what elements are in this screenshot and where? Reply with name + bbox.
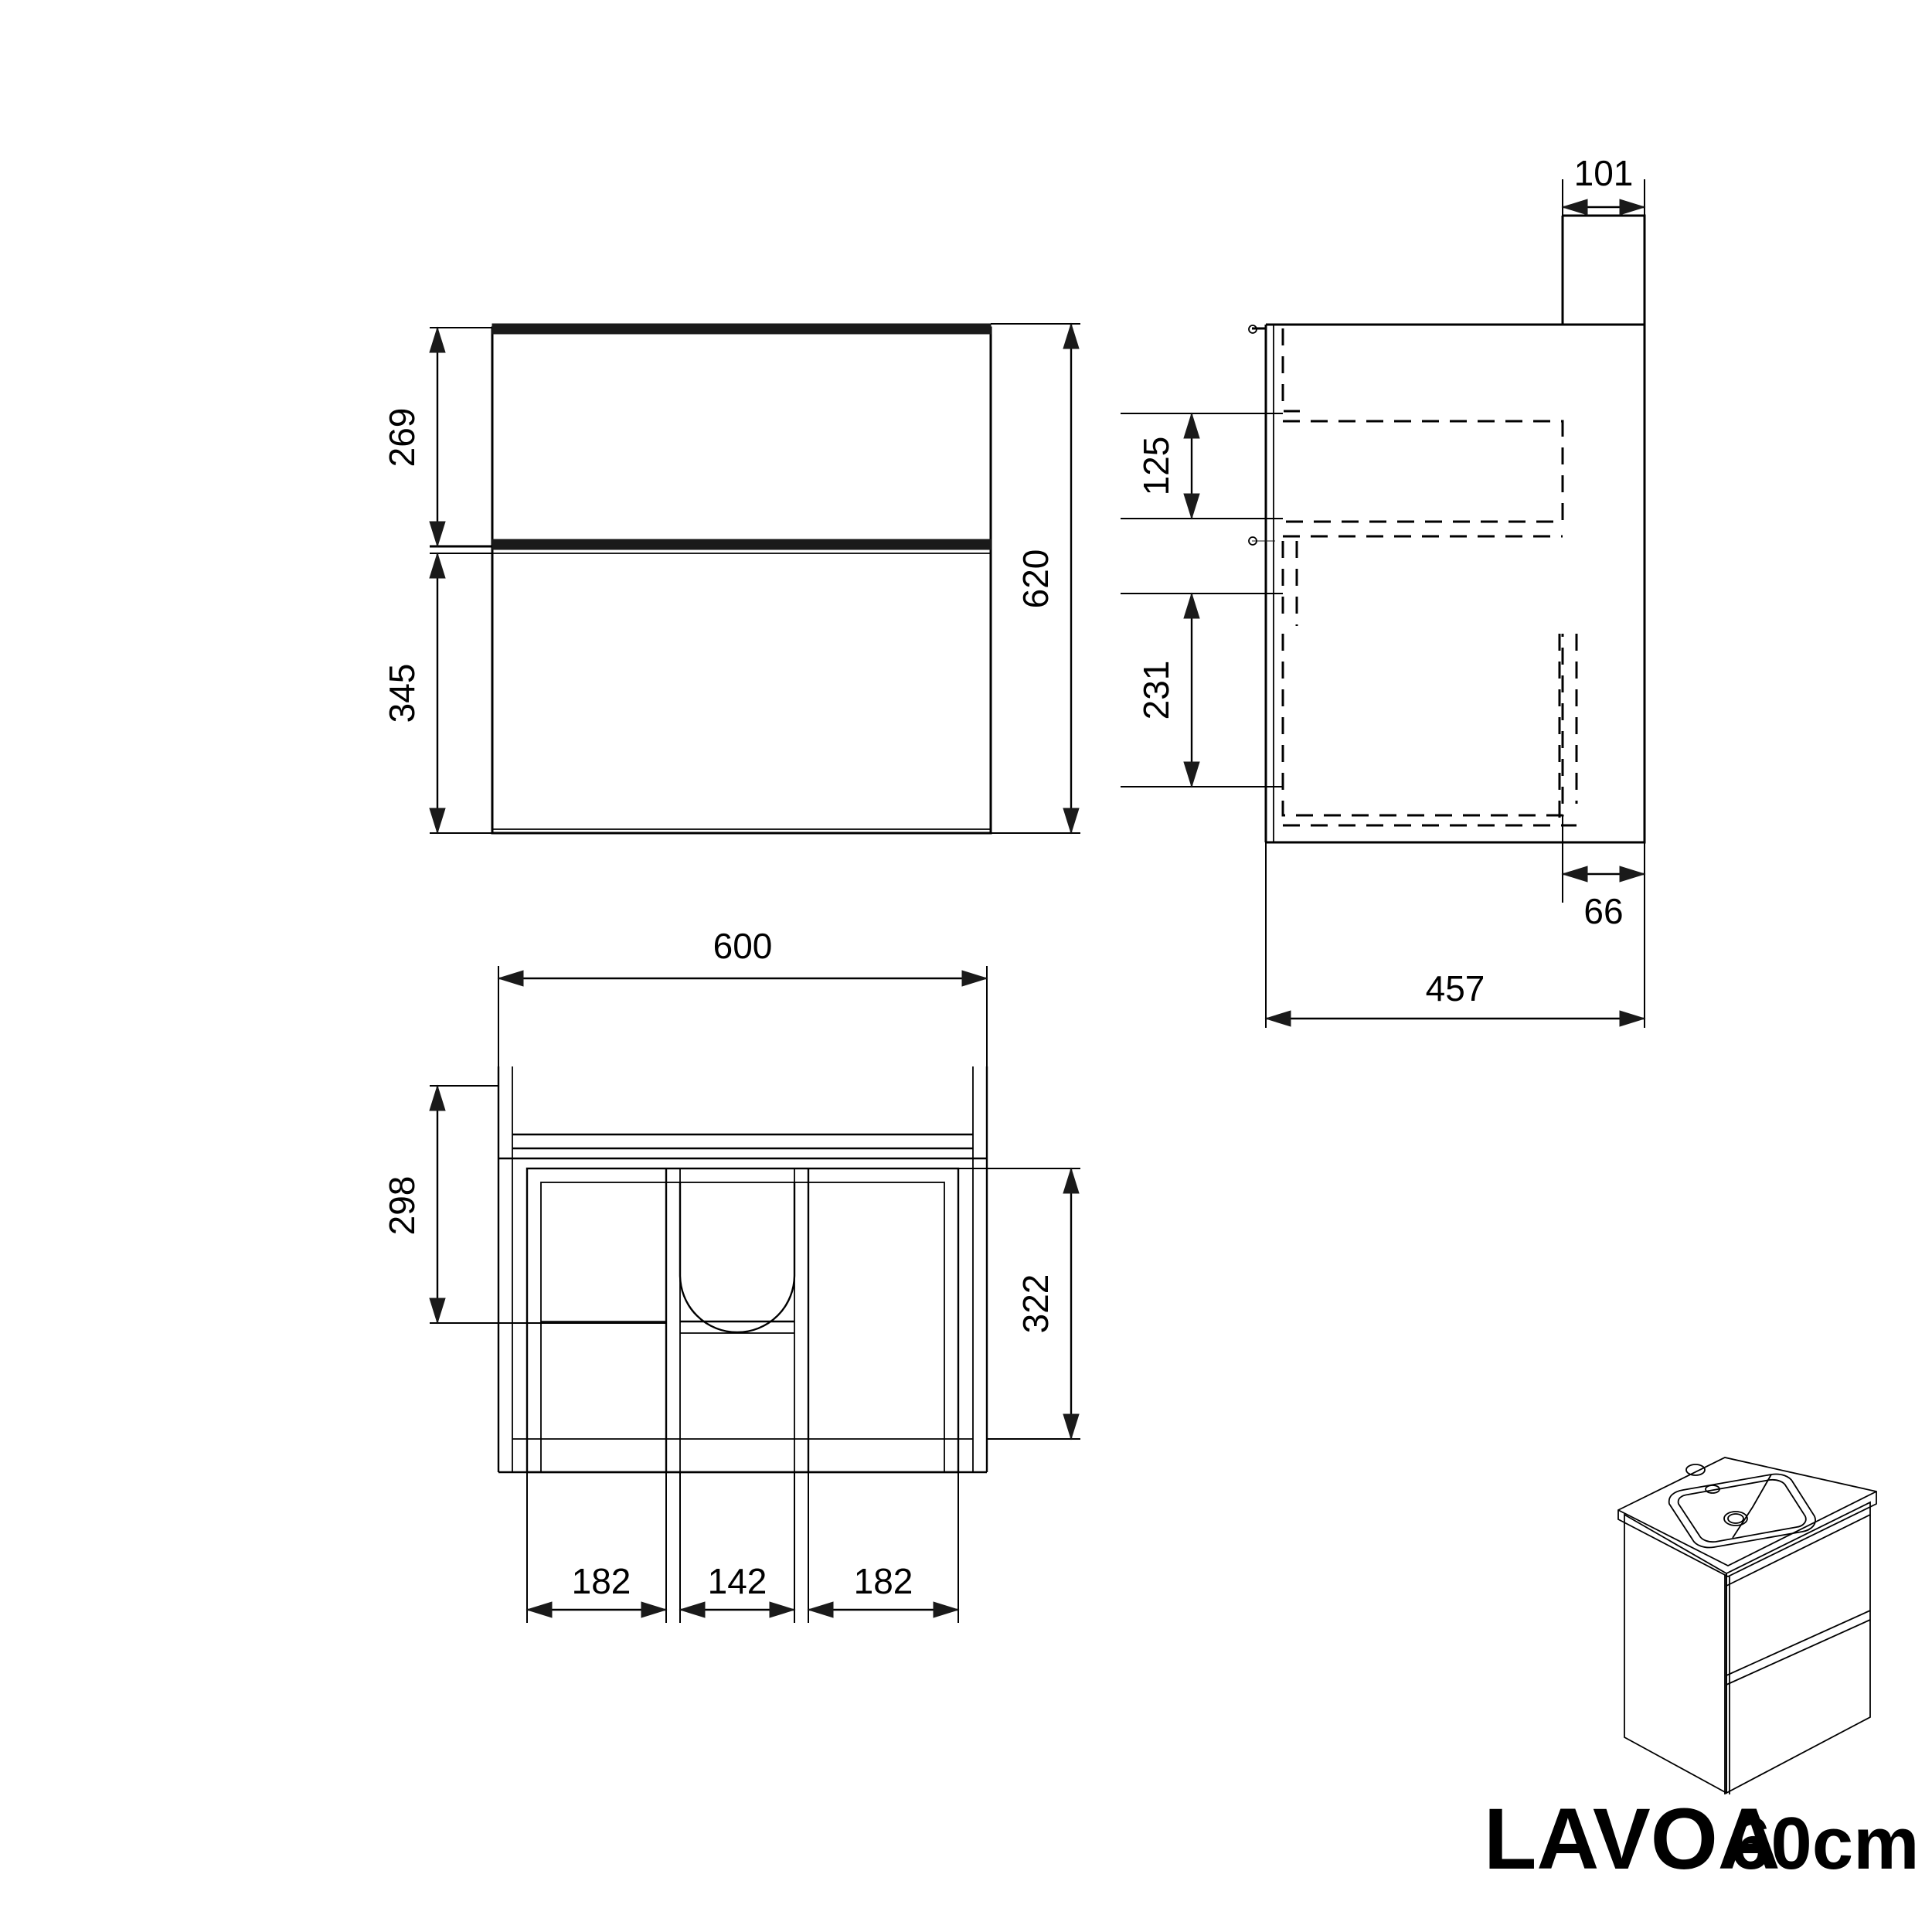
- dimension-620: 620: [991, 322, 1080, 835]
- arrowhead-182l-left: [526, 1601, 553, 1618]
- dim-label-142: 142: [708, 1561, 767, 1601]
- arrowhead-298-down: [429, 1298, 446, 1325]
- iso-basin-bowl-outer: [1668, 1473, 1816, 1549]
- arrowhead-269-up: [429, 326, 446, 353]
- arrowhead-231-down: [1183, 761, 1200, 788]
- dimension-101: 101: [1561, 153, 1646, 216]
- product-size: 60cm: [1730, 1802, 1920, 1885]
- arrowhead-322-down: [1063, 1413, 1080, 1440]
- arrowhead-269-down: [429, 521, 446, 548]
- dimension-298: 298: [382, 1084, 666, 1325]
- arrowhead-66-right: [1619, 866, 1646, 883]
- dimension-269: 269: [382, 326, 492, 548]
- dimension-322: 322: [808, 1167, 1080, 1440]
- title-block: LAVOA 60cm: [1484, 1791, 1920, 1887]
- plan-interior-frame-inner: [540, 1182, 945, 1473]
- arrowhead-182l-right: [641, 1601, 668, 1618]
- dim-label-182-left: 182: [572, 1561, 631, 1601]
- arrowhead-66-left: [1561, 866, 1588, 883]
- iso-basin-slope: [1732, 1474, 1772, 1539]
- dimension-345: 345: [382, 552, 492, 835]
- iso-top-handle-groove: [1726, 1514, 1871, 1587]
- dimension-457: 457: [1264, 842, 1646, 1028]
- arrowhead-600-left: [497, 970, 524, 987]
- lower-drawer-body-dash: [1281, 634, 1564, 817]
- dim-label-101: 101: [1574, 153, 1634, 193]
- iso-drain-hole: [1723, 1511, 1748, 1526]
- arrowhead-101-right: [1619, 199, 1646, 216]
- iso-front-face: [1726, 1501, 1871, 1794]
- dimension-66: 66: [1561, 815, 1646, 931]
- arrowhead-142-right: [769, 1601, 796, 1618]
- dim-label-600: 600: [713, 926, 773, 966]
- arrowhead-322-up: [1063, 1167, 1080, 1194]
- arrowhead-600-right: [961, 970, 988, 987]
- iso-tap-hole: [1685, 1464, 1706, 1476]
- dimension-125: 125: [1121, 412, 1283, 520]
- plan-interior-frame-outer: [526, 1167, 960, 1474]
- arrowhead-101-left: [1561, 199, 1588, 216]
- arrowhead-620-down: [1063, 808, 1080, 835]
- arrowhead-231-up: [1183, 592, 1200, 619]
- dim-label-322: 322: [1015, 1274, 1056, 1334]
- upper-drawer-front-dash: [1281, 328, 1300, 413]
- iso-worktop-top-surface: [1617, 1491, 1877, 1567]
- iso-overflow-slot: [1705, 1485, 1720, 1494]
- arrowhead-457-left: [1264, 1010, 1291, 1027]
- dim-label-298: 298: [382, 1176, 422, 1236]
- dimension-182-right: 182: [807, 1472, 960, 1623]
- iso-basin-bowl-inner: [1677, 1478, 1807, 1543]
- iso-drawer-split-line-b: [1726, 1619, 1871, 1685]
- front-drawer-divider-strip: [492, 539, 992, 550]
- side-handle-dot-top: [1248, 325, 1257, 334]
- arrowhead-142-left: [679, 1601, 706, 1618]
- front-elevation-view: 269 345 620: [382, 322, 1080, 835]
- iso-drain-hole-inner: [1727, 1513, 1744, 1524]
- product-title: LAVOA: [1484, 1791, 1781, 1887]
- dim-label-231: 231: [1136, 661, 1176, 720]
- arrowhead-298-up: [429, 1084, 446, 1111]
- dimension-142-centre: 142: [679, 1472, 796, 1623]
- arrowhead-620-up: [1063, 322, 1080, 349]
- side-section-view: 101 125 231: [1121, 153, 1646, 1028]
- dimension-231: 231: [1121, 592, 1283, 788]
- side-worktop-outline: [1563, 214, 1646, 325]
- arrowhead-345-down: [429, 808, 446, 835]
- arrowhead-182r-right: [933, 1601, 960, 1618]
- dim-label-457: 457: [1426, 968, 1485, 1009]
- dimension-182-left: 182: [526, 1472, 668, 1623]
- plan-top-view: 600 298 322: [382, 926, 1080, 1623]
- front-top-edge-strip: [492, 323, 992, 335]
- side-handle-dot-bottom: [1248, 536, 1257, 546]
- dim-label-125: 125: [1136, 437, 1176, 496]
- iso-worktop-slab: [1617, 1457, 1877, 1578]
- dim-label-269: 269: [382, 408, 422, 468]
- dim-label-620: 620: [1015, 549, 1056, 609]
- arrowhead-125-down: [1183, 493, 1200, 520]
- plan-siphon-cutout: [679, 1182, 796, 1334]
- isometric-product-view: [1617, 1457, 1877, 1794]
- upper-drawer-body-dash: [1283, 420, 1564, 523]
- iso-drawer-split-line: [1726, 1610, 1871, 1676]
- side-body-outline: [1266, 323, 1646, 844]
- arrowhead-345-up: [429, 552, 446, 579]
- arrowhead-457-right: [1619, 1010, 1646, 1027]
- arrowhead-125-up: [1183, 412, 1200, 439]
- dimension-600: 600: [497, 926, 988, 1066]
- arrowhead-182r-left: [807, 1601, 834, 1618]
- front-cabinet-outline: [491, 326, 992, 835]
- dim-label-182-right: 182: [854, 1561, 913, 1601]
- dim-label-66: 66: [1583, 891, 1623, 931]
- dim-label-345: 345: [382, 664, 422, 723]
